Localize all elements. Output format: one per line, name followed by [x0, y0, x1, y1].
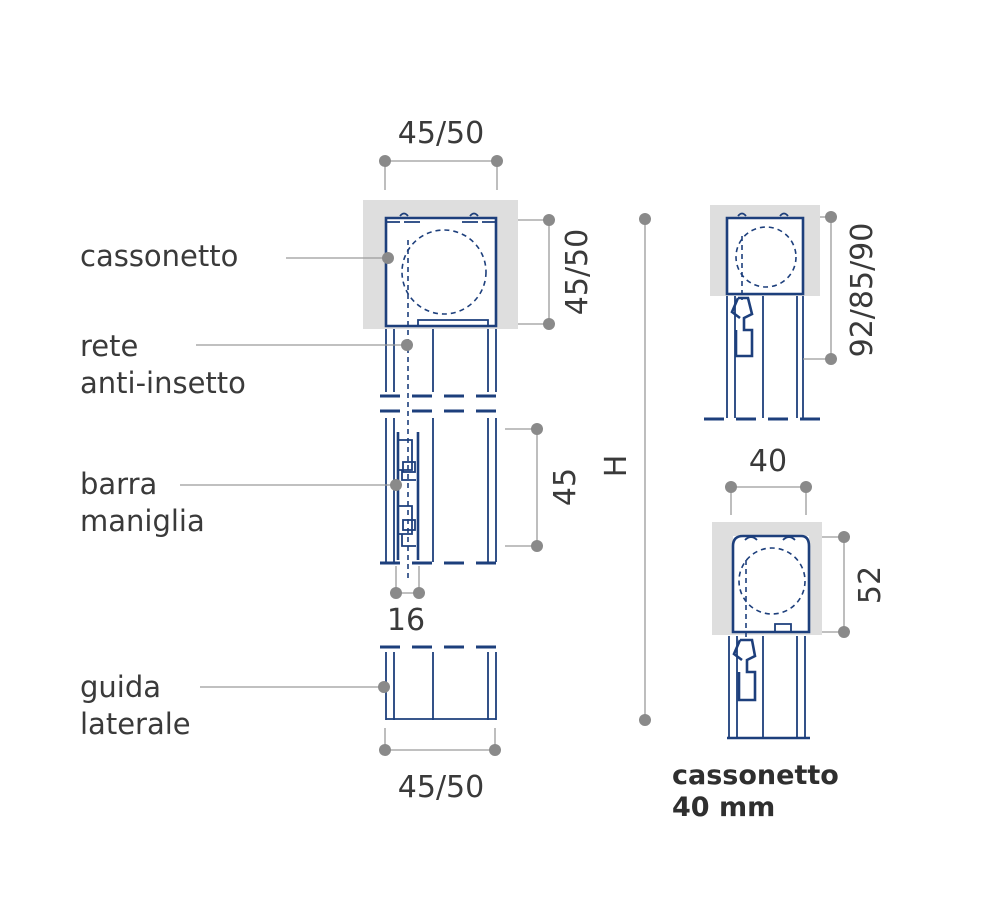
- upper-rails: [380, 329, 505, 413]
- small-width-dimension: 40: [725, 444, 812, 515]
- cassonetto-box: [363, 200, 518, 580]
- handle-width-label: 16: [387, 603, 425, 638]
- callout-barra: barra maniglia: [80, 467, 402, 538]
- bottom-width-label: 45/50: [398, 770, 484, 805]
- small-height2-label: 52: [853, 566, 888, 604]
- box-height-dimension: 45/50: [518, 214, 595, 330]
- small-box-height-dimension: 92/85/90: [803, 211, 880, 365]
- small-width-label: 40: [749, 444, 787, 479]
- label-guida-line2: laterale: [80, 707, 191, 741]
- overall-height-label: H: [599, 455, 634, 478]
- top-width-dimension: 45/50: [379, 116, 503, 190]
- top-width-label: 45/50: [398, 116, 484, 151]
- label-rete-line2: anti-insetto: [80, 366, 246, 400]
- label-rete-line1: rete: [80, 329, 138, 363]
- small-assembly-top: [704, 205, 826, 421]
- label-guida-line1: guida: [80, 670, 161, 704]
- caption-line1: cassonetto: [672, 760, 839, 791]
- callout-rete: rete anti-insetto: [80, 329, 413, 400]
- handle-width-dimension: 16: [387, 566, 425, 638]
- overall-height-dimension: H: [599, 213, 651, 726]
- callout-guida: guida laterale: [80, 670, 390, 741]
- bottom-width-dimension: 45/50: [379, 728, 501, 805]
- caption: cassonetto 40 mm: [672, 760, 839, 823]
- caption-line2: 40 mm: [672, 792, 775, 823]
- label-cassonetto: cassonetto: [80, 239, 238, 273]
- handle-height-dimension: 45: [505, 423, 583, 552]
- box-height-label: 45/50: [560, 229, 595, 315]
- handle-section: [380, 418, 505, 565]
- small-assembly-bottom: [712, 522, 822, 740]
- lower-rails: [380, 645, 505, 720]
- label-barra-line2: maniglia: [80, 504, 205, 538]
- label-barra-line1: barra: [80, 467, 157, 501]
- callout-cassonetto: cassonetto: [80, 239, 394, 273]
- small-box-height-label: 92/85/90: [845, 223, 880, 358]
- small-height2-dimension: 52: [822, 531, 888, 638]
- handle-height-label: 45: [548, 468, 583, 506]
